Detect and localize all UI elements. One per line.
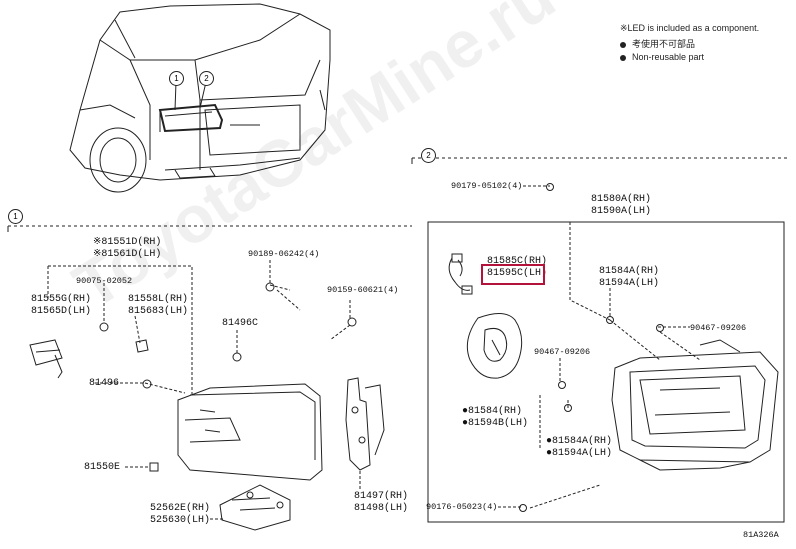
socket-81555G <box>29 339 63 379</box>
part-81594A-lower[interactable]: ●81594A(LH) <box>546 448 613 459</box>
part-90075-02052[interactable]: 90075-02052 <box>76 276 133 286</box>
figure-code: 81A326A <box>743 530 779 540</box>
part-90159-60621[interactable]: 90159-60621(4) <box>327 285 399 295</box>
callout-1[interactable]: 1 <box>169 71 184 86</box>
part-81551D[interactable]: ※81551D(RH) <box>93 237 162 248</box>
vehicle-illustration <box>69 3 331 193</box>
part-81584A-upper[interactable]: 81584A(RH) <box>599 266 660 277</box>
tail-lamp-rh <box>177 383 323 481</box>
part-81558L[interactable]: 81558L(RH) <box>128 294 189 305</box>
bracket-52562E <box>219 484 291 531</box>
part-81590A[interactable]: 81590A(LH) <box>591 206 652 217</box>
part-90189-06242[interactable]: 90189-06242(4) <box>248 249 320 259</box>
legend-led-note: ※LED is included as a component. <box>620 23 760 33</box>
callout-2[interactable]: 2 <box>199 71 214 86</box>
part-81594B[interactable]: ●81594B(LH) <box>462 418 529 429</box>
legend-non-reusable: Non-reusable part <box>620 51 704 63</box>
selected-part-highlight <box>481 264 545 285</box>
part-81565D[interactable]: 81565D(LH) <box>31 306 92 317</box>
part-81568J[interactable]: 815683(LH) <box>128 306 189 317</box>
part-81496[interactable]: 81496 <box>89 378 120 389</box>
bullet-icon <box>620 54 626 61</box>
part-90176-05023[interactable]: 90176-05023(4) <box>426 502 498 512</box>
part-52562E[interactable]: 52562E(RH) <box>150 503 211 514</box>
section-1-marker: 1 <box>8 209 23 224</box>
part-81555G[interactable]: 81555G(RH) <box>31 294 92 305</box>
part-81497[interactable]: 81497(RH) <box>354 491 409 502</box>
part-81585C[interactable]: 81585C(RH) <box>487 256 548 267</box>
wire-harness <box>448 253 473 295</box>
part-81496C[interactable]: 81496C <box>222 318 259 329</box>
part-81595C[interactable]: 81595C(LH) <box>487 268 548 279</box>
part-81594A-upper[interactable]: 81594A(LH) <box>599 278 660 289</box>
part-81584[interactable]: ●81584(RH) <box>462 406 523 417</box>
part-90467-09206-right[interactable]: 90467-09206 <box>690 323 747 333</box>
section-2-marker: 2 <box>421 148 436 163</box>
legend-non-reusable-text: Non-reusable part <box>632 52 705 62</box>
part-81580A[interactable]: 81580A(RH) <box>591 194 652 205</box>
bracket-81497 <box>345 377 385 471</box>
part-52563D[interactable]: 525630(LH) <box>150 515 211 526</box>
part-81498[interactable]: 81498(LH) <box>354 503 409 514</box>
gasket-81584 <box>466 313 523 379</box>
part-81550E[interactable]: 81550E <box>84 462 121 473</box>
part-81561D[interactable]: ※81561D(LH) <box>93 249 162 260</box>
part-90467-09206-left[interactable]: 90467-09206 <box>534 347 591 357</box>
legend-jp-text: 考使用不可部品 <box>632 39 696 49</box>
part-90179-05102[interactable]: 90179-05102(4) <box>451 181 523 191</box>
combination-lamp-81580A <box>611 339 779 471</box>
legend-jp-note: 考使用不可部品 <box>620 38 695 50</box>
bullet-icon <box>620 41 626 48</box>
part-81584A-lower[interactable]: ●81584A(RH) <box>546 436 613 447</box>
